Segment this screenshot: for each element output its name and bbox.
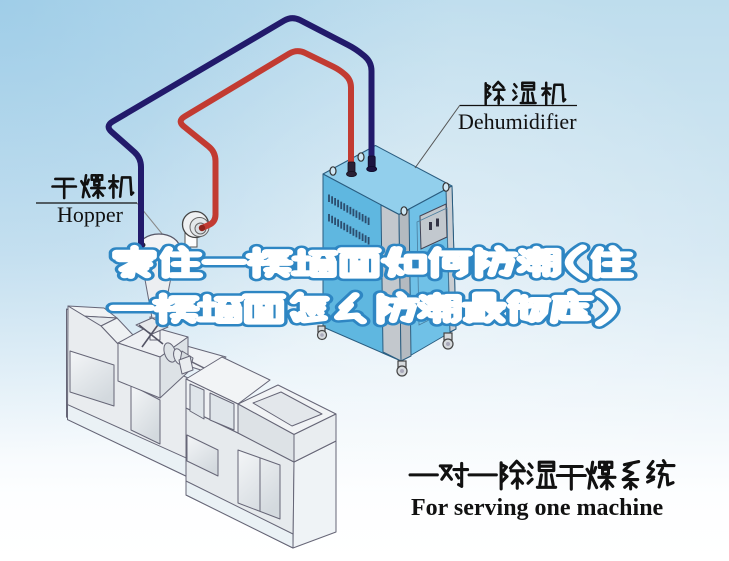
svg-text:Dehumidifier: Dehumidifier xyxy=(458,109,577,134)
svg-text:Hopper: Hopper xyxy=(57,202,124,227)
svg-text:For serving one machine: For serving one machine xyxy=(411,495,664,521)
